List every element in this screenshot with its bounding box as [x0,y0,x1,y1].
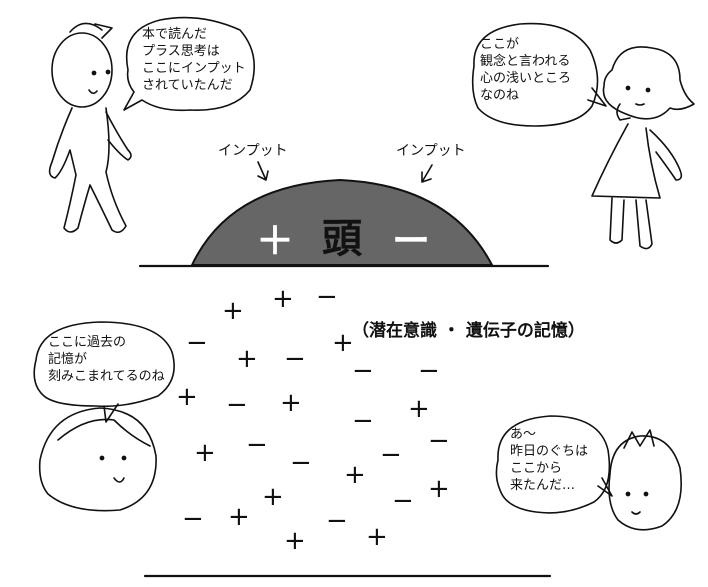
sign: + [332,328,354,358]
boy-head-bottom [608,429,682,531]
sign: − [316,282,338,312]
sign: − [418,356,440,386]
bubble-top-right [471,22,607,127]
head-minus: ー [392,219,431,263]
head-word: 頭 [322,216,362,262]
sign: + [176,382,198,412]
sign: + [428,474,450,504]
bubble-bottom-right [495,415,613,514]
arrow-left-icon [257,161,269,181]
bubble-text-top-right: ここが 観念と言われる 心の浅いところ なのね [480,37,572,103]
sign: + [344,460,366,490]
head-plus: ＋ [256,219,295,263]
sign: − [246,430,268,460]
bubble-bottom-left [33,321,175,423]
bubble-text-top-left: 本で読んだ プラス思考は ここにインプット されていたんだ [142,27,246,93]
sign: + [194,438,216,468]
sign: − [352,356,374,386]
bubble-top-left [123,16,256,112]
sign: + [262,482,284,512]
sign: + [236,344,258,374]
bubble-text-bottom-right: あ〜 昨日のぐちは ここから 来たんだ… [510,427,589,493]
arrow-right-icon [421,164,433,183]
sign: + [272,284,294,314]
sign: + [366,522,388,552]
sign: − [290,448,312,478]
sign: + [284,526,306,556]
girl-figure [591,46,695,250]
sign: − [380,440,402,470]
input-label-right: インプット [396,143,466,159]
subconscious-label: （潜在意識 ・ 遺伝子の記憶） [352,321,585,341]
sign: + [228,502,250,532]
sign: − [186,328,208,358]
sign: − [392,486,414,516]
sign: − [182,504,204,534]
sign: − [428,426,450,456]
bubble-text-bottom-left: ここに過去の 記憶が 刻みこまれてるのね [48,335,165,384]
sign: − [284,344,306,374]
sign: − [352,406,374,436]
sign: + [408,394,430,424]
sign: − [226,390,248,420]
head-dome [191,179,493,266]
sign: + [280,388,302,418]
girl-head-bottom [38,407,157,512]
sign: − [326,506,348,536]
input-label-left: インプット [218,143,288,159]
sign: + [222,296,244,326]
boy-figure [48,22,132,234]
